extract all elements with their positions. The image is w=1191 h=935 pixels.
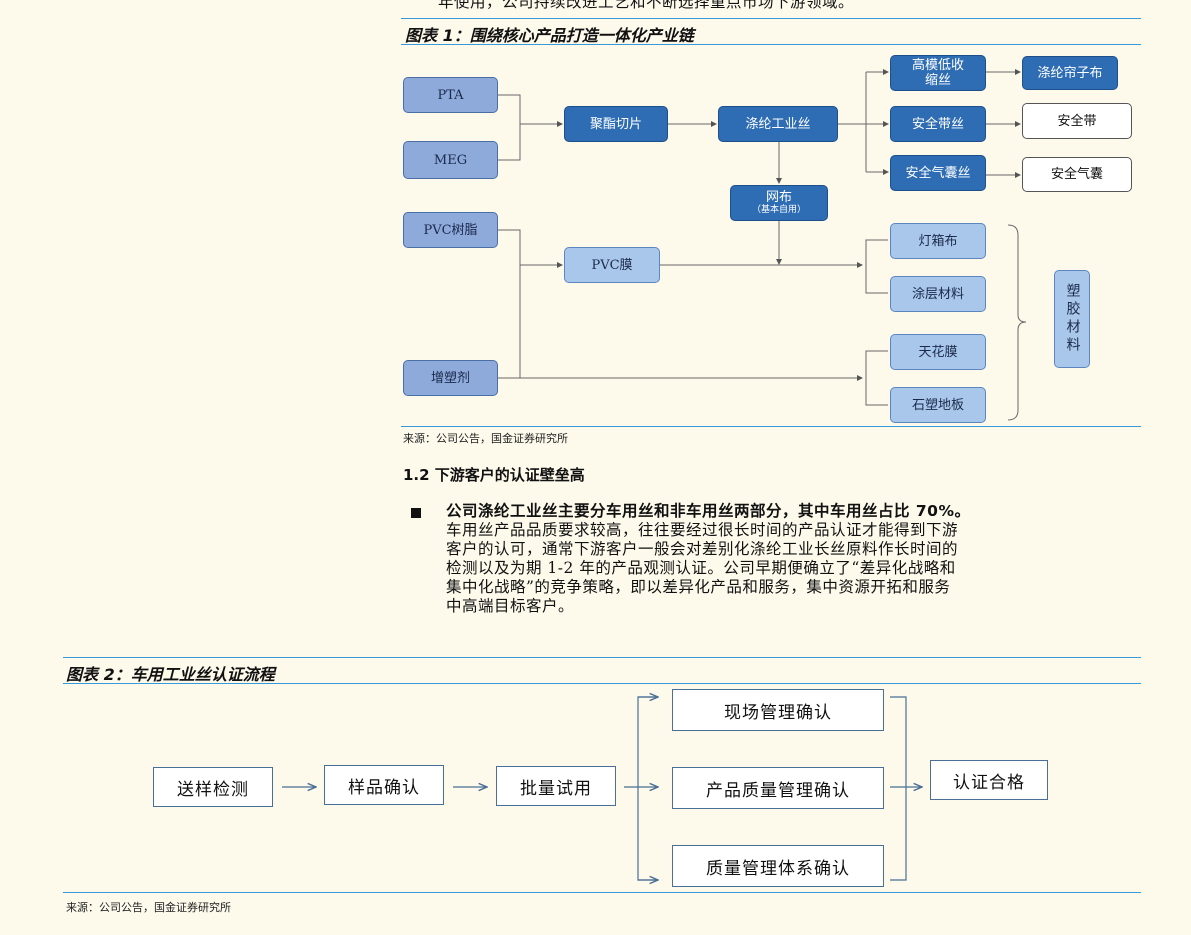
step-certified: 认证合格: [930, 760, 1048, 800]
figure2-bottom-rule: [63, 892, 1141, 893]
bullet-square: [411, 508, 421, 518]
paragraph-line-3: 检测以及为期 1-2 年的产品观测认证。公司早期便确立了“差异化战略和: [446, 559, 956, 577]
node-pvc-resin: PVC树脂: [403, 212, 498, 248]
figure2-source: 来源：公司公告，国金证券研究所: [66, 901, 231, 914]
figure1-title: 图表 1：围绕核心产品打造一体化产业链: [405, 26, 694, 45]
node-hmls-yarn: 高模低收 缩丝: [890, 55, 986, 91]
node-airbag: 安全气囊: [1022, 157, 1132, 192]
section-paragraph: 公司涤纶工业丝主要分车用丝和非车用丝两部分，其中车用丝占比 70%。 车用丝产品…: [446, 502, 1146, 616]
node-pta: PTA: [403, 77, 498, 113]
top-cut-text: 年使用，公司持续改进工艺和不断选择重点市场下游领域。: [438, 0, 855, 11]
plastic-material-label: 塑胶材料: [1064, 283, 1081, 355]
step-product-quality: 产品质量管理确认: [672, 767, 884, 809]
step-site-management: 现场管理确认: [672, 689, 884, 731]
step-send-sample: 送样检测: [153, 767, 273, 807]
node-lightbox: 灯箱布: [890, 223, 986, 259]
step-quality-system: 质量管理体系确认: [672, 845, 884, 887]
figure1-bottom-rule: [401, 426, 1141, 427]
node-tire-cord: 涤纶帘子布: [1022, 56, 1118, 90]
node-plastic-material: 塑胶材料: [1054, 270, 1090, 368]
node-polyester-chip: 聚酯切片: [564, 106, 668, 142]
figure1-top-rule: [401, 18, 1141, 19]
node-plasticizer: 增塑剂: [403, 360, 498, 396]
figure2-title: 图表 2：车用工业丝认证流程: [66, 665, 275, 684]
node-stone-floor: 石塑地板: [890, 387, 986, 423]
figure2-title-rule: [63, 683, 1141, 684]
hmls-label-line1: 高模低收: [911, 58, 964, 73]
figure1-title-rule: [401, 44, 1141, 45]
step-batch-trial: 批量试用: [496, 766, 616, 806]
mesh-note: （基本自用）: [751, 205, 806, 215]
paragraph-bold-lead: 公司涤纶工业丝主要分车用丝和非车用丝两部分，其中车用丝占比 70%。: [446, 502, 971, 520]
node-seatbelt-yarn: 安全带丝: [890, 106, 986, 142]
node-mesh: 网布 （基本自用）: [730, 185, 828, 221]
node-meg: MEG: [403, 141, 498, 179]
paragraph-line-1: 车用丝产品品质要求较高，往往要经过很长时间的产品认证才能得到下游: [446, 521, 959, 539]
section-heading: 1.2 下游客户的认证壁垒高: [403, 466, 585, 484]
node-seatbelt: 安全带: [1022, 103, 1132, 139]
figure2-top-rule: [63, 657, 1141, 658]
node-airbag-yarn: 安全气囊丝: [890, 155, 986, 191]
node-pvc-film: PVC膜: [564, 247, 660, 283]
paragraph-line-5: 中高端目标客户。: [446, 597, 575, 615]
paragraph-line-4: 集中化战略”的竞争策略，即以差异化产品和服务，集中资源开拓和服务: [446, 578, 951, 596]
node-coated: 涂层材料: [890, 276, 986, 312]
figure1-source: 来源：公司公告，国金证券研究所: [403, 432, 568, 445]
paragraph-line-2: 客户的认可，通常下游客户一般会对差别化涤纶工业长丝原料作长时间的: [446, 540, 959, 558]
node-ceiling-film: 天花膜: [890, 334, 986, 370]
step-sample-confirm: 样品确认: [324, 765, 444, 805]
mesh-label: 网布: [765, 190, 792, 205]
node-polyester-yarn: 涤纶工业丝: [718, 106, 838, 142]
hmls-label-line2: 缩丝: [924, 73, 951, 88]
